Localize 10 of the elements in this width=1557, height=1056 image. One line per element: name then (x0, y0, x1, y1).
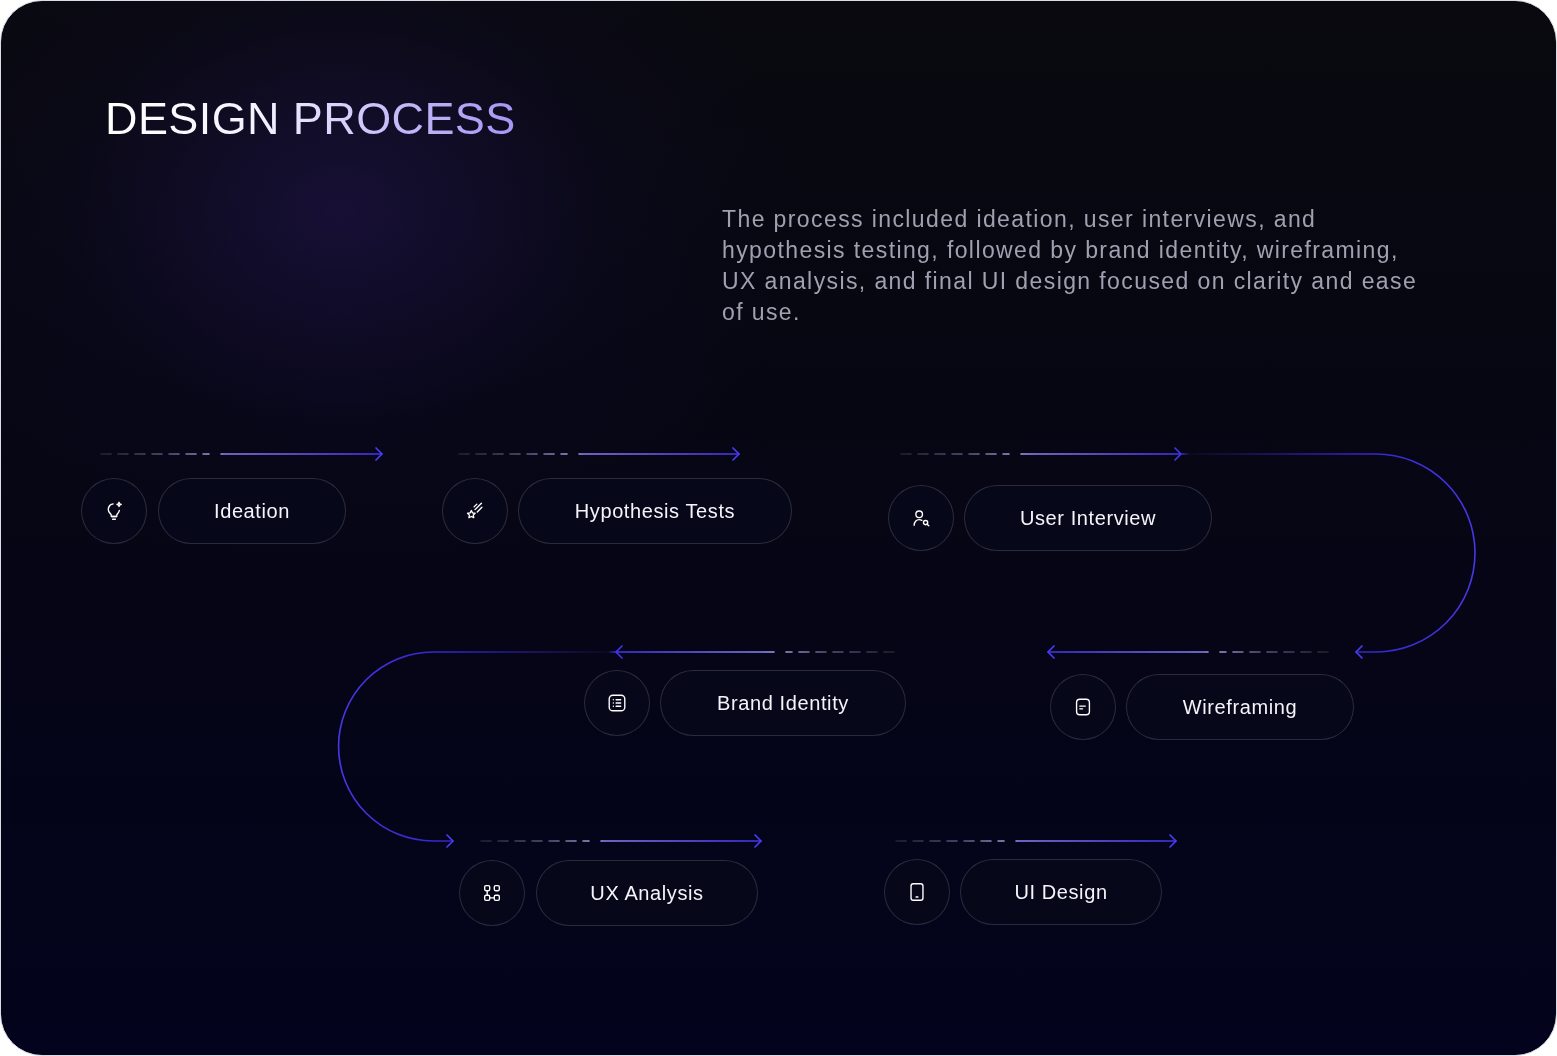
step-label: Wireframing (1182, 695, 1298, 719)
step-label: User Interview (1019, 506, 1157, 530)
u-turn-arrow (337, 645, 895, 848)
step-label: Ideation (214, 499, 290, 523)
step-label: Hypothesis Tests (574, 499, 736, 523)
description: The process included ideation, user interviews, and hypothesis testing, followed by brand identity, wireframing, UX analysis, and final UI design focused on clarity and ease of use. (722, 205, 1419, 327)
step-label: UX Analysis (590, 881, 704, 905)
step-label: Brand Identity (717, 691, 849, 715)
step-label: UI Design (1014, 880, 1108, 904)
u-turn-arrow (900, 447, 1476, 659)
